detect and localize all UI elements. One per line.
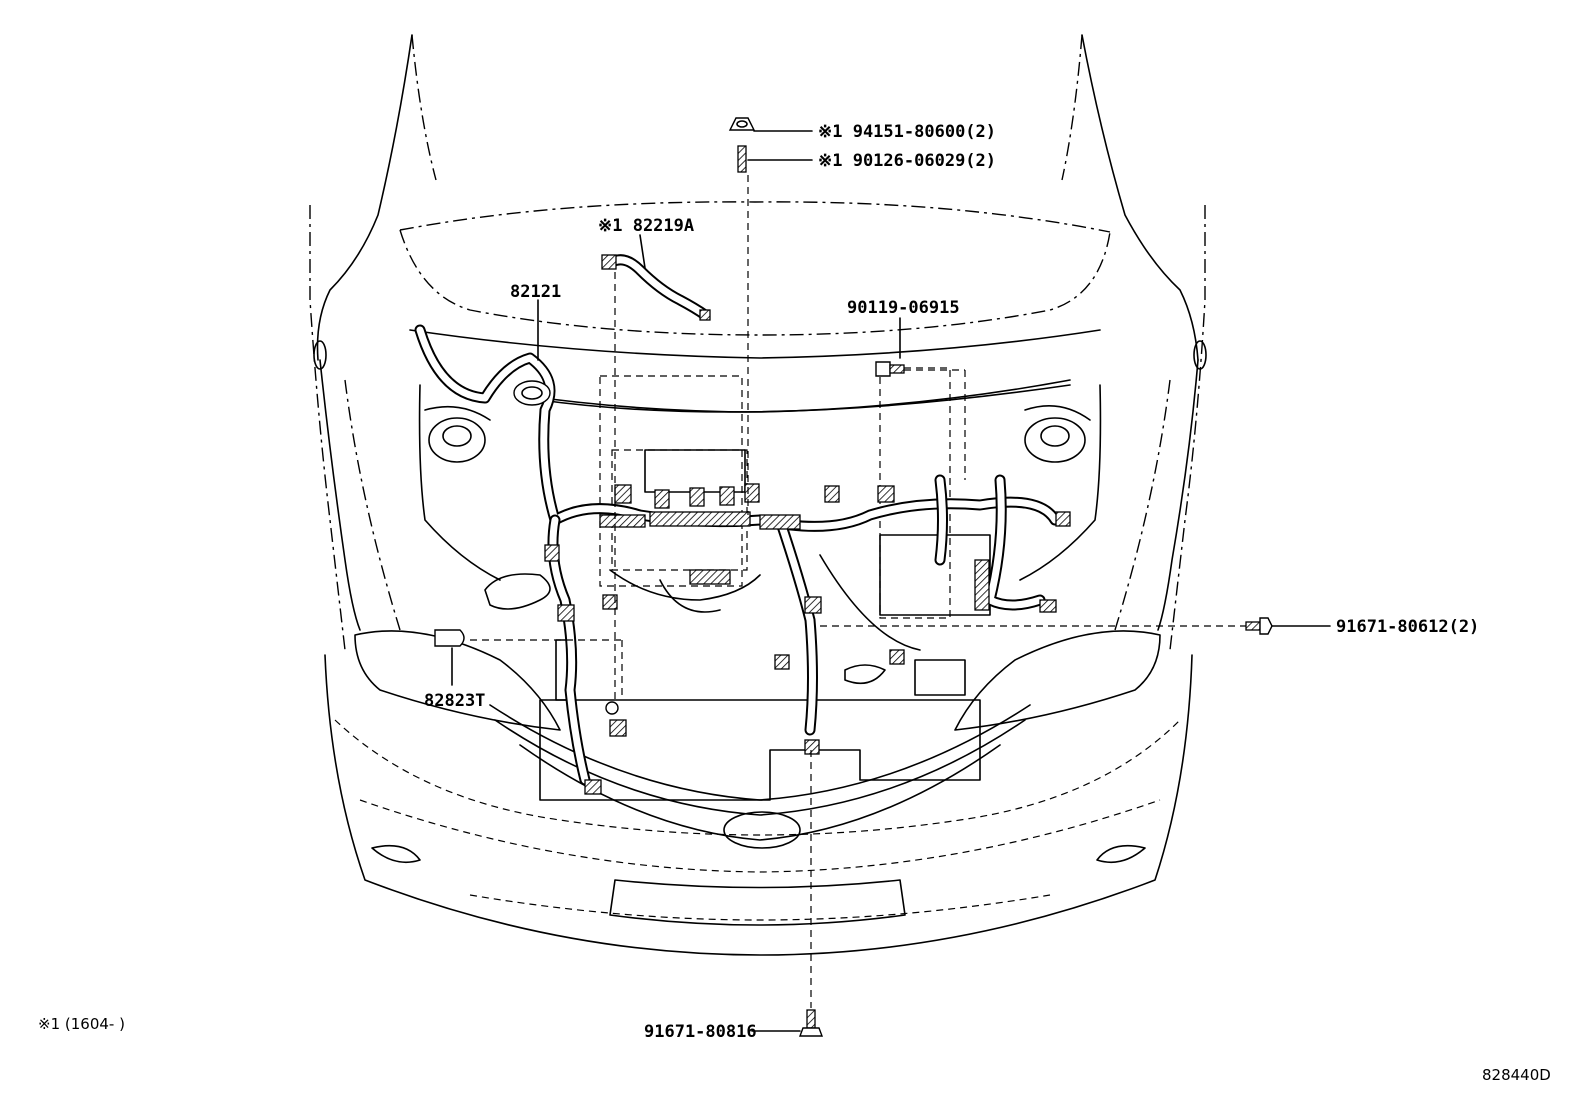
label-90119-06915: 90119-06915 [847,298,960,318]
leader-lines [451,130,1331,1032]
label-82823T: 82823T [424,691,485,711]
bolt-91671-80816-icon [798,1009,824,1037]
label-82121: 82121 [510,282,561,302]
label-90126-06029: ※1 90126-06029(2) [818,151,996,171]
stud-90126-icon [737,145,747,173]
harness-82121 [414,324,1071,795]
label-82219A: ※1 82219A [598,216,694,236]
clamp-91671-80612-icon [1245,617,1273,635]
diagram-id: 828440D [1482,1066,1551,1084]
nut-94151-icon [728,117,756,131]
bolt-90119-icon [875,361,905,377]
engine-block [599,367,991,696]
clip-82823T-icon [434,629,465,647]
bolt-hole-icon [605,701,619,715]
label-91671-80816: 91671-80816 [644,1022,757,1042]
footnote: ※1 (1604- ) [38,1015,125,1033]
label-91671-80612: 91671-80612(2) [1336,617,1479,637]
harness-82219A [601,254,711,321]
label-94151-80600: ※1 94151-80600(2) [818,122,996,142]
